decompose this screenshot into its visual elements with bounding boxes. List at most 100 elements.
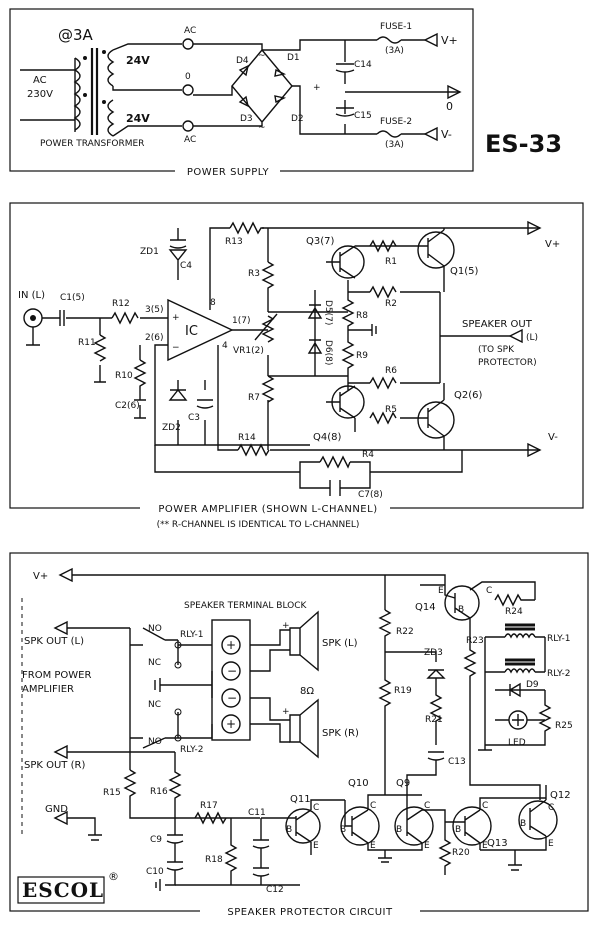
pin4-label: 4 [222, 341, 228, 351]
output-node [348, 291, 510, 419]
r18-label: R18 [205, 855, 223, 865]
svg-text:+: + [313, 83, 321, 93]
spk-out-r-label: SPK OUT (R) [24, 760, 85, 771]
from-amp-1: FROM POWER [22, 670, 91, 681]
protector-section: SPEAKER PROTECTOR CIRCUIT V+ SPK OUT (L)… [9, 552, 589, 918]
secondary-voltage-1: 24V [126, 54, 150, 67]
d9 [495, 682, 545, 698]
cap-c14: C14 [354, 60, 372, 70]
q9-label: Q9 [396, 778, 410, 789]
secondary-coil [107, 49, 115, 137]
q10-pin-b: B [340, 825, 346, 835]
q9-pin-c: C [424, 801, 430, 811]
fuses [376, 36, 425, 138]
r17-r18-c11-c12 [175, 811, 300, 886]
relay-cores [505, 623, 535, 666]
amplifier-title: POWER AMPLIFIER (SHOWN L-CHANNEL) [158, 504, 377, 515]
fuse-1-label: FUSE-1 [380, 22, 412, 32]
pin2-label: 2(6) [145, 333, 163, 343]
q11-label: Q11 [290, 794, 311, 805]
q12-pin-b: B [520, 819, 526, 829]
c3-label: C3 [188, 413, 200, 423]
d5-label: D5(7) [323, 300, 333, 325]
ac-input-voltage: 230V [27, 89, 53, 100]
protector-vplus: V+ [33, 571, 48, 582]
out-vminus: V- [441, 128, 452, 141]
vplus-arrow [58, 567, 73, 583]
terminal-gnd [154, 678, 161, 692]
impedance-label: 8Ω [300, 686, 314, 697]
r4-label: R4 [362, 450, 374, 460]
diode-d4: D4 [236, 56, 249, 66]
q13-pin-e: E [482, 841, 488, 851]
bridge-diode-arrows [238, 64, 287, 108]
q2 [417, 401, 455, 439]
c4-label: C4 [180, 261, 192, 271]
spk-l-label: SPK (L) [322, 638, 358, 649]
q2-label: Q2(6) [454, 390, 482, 401]
q14-pin-e: E [438, 586, 444, 596]
rly2-coil-label: RLY-2 [547, 669, 570, 679]
transformer-core [90, 48, 99, 135]
d5-d6 [307, 290, 323, 376]
q4-label: Q4(8) [313, 432, 341, 443]
q12 [518, 800, 558, 840]
led-label: LED [508, 738, 526, 748]
r5-label: R5 [385, 405, 397, 415]
terminal-wiring [160, 629, 290, 743]
out-vplus: V+ [441, 34, 458, 47]
d6-label: D6(8) [323, 340, 333, 365]
c11-label: C11 [248, 808, 266, 818]
svg-text:−: − [227, 664, 237, 678]
svg-text:+: + [226, 638, 236, 652]
brand-logo-frame [17, 876, 105, 904]
fuse-1-rating: (3A) [385, 46, 404, 56]
pin3-label: 3(5) [145, 305, 163, 315]
rly1-contact-label: RLY-1 [180, 630, 203, 640]
r23-label: R23 [466, 636, 484, 646]
q11-pin-c: C [313, 803, 319, 813]
node-zero [182, 84, 194, 96]
relay-coils [484, 633, 546, 745]
psu-wiring [193, 39, 460, 135]
r11-label: R11 [78, 338, 96, 348]
q13-pin-b: B [455, 825, 461, 835]
out-zero: 0 [446, 100, 453, 113]
r22-label: R22 [396, 627, 414, 637]
ic-op-amp[interactable] [167, 298, 234, 362]
node-ac-2-label: AC [184, 135, 196, 145]
registered-mark: ® [108, 870, 119, 883]
nc-label-1: NC [148, 658, 161, 668]
spk-r-label: SPK (R) [322, 728, 359, 739]
node-ac-2 [182, 120, 194, 132]
r25 [478, 690, 552, 751]
q14-pin-c: C [486, 586, 492, 596]
cap-c15: C15 [354, 111, 372, 121]
svg-text:+: + [282, 621, 290, 631]
r25-label: R25 [555, 721, 573, 731]
vr1[interactable] [254, 313, 278, 343]
fuse-2-rating: (3A) [385, 140, 404, 150]
r13 [229, 221, 264, 235]
q11-leads [261, 799, 345, 855]
r2-label: R2 [385, 299, 397, 309]
brand-logo: ESCOL [22, 878, 104, 902]
r1-label: R1 [385, 257, 397, 267]
c1 [59, 310, 65, 326]
diode-d2: D2 [291, 114, 304, 124]
q3-label: Q3(7) [306, 236, 334, 247]
r13-label: R13 [225, 237, 243, 247]
c10-label: C10 [146, 867, 164, 877]
gnd-label: GND [45, 804, 68, 815]
amp-supply-wiring [134, 227, 540, 451]
r12 [111, 311, 139, 325]
ac-input-label: AC [33, 75, 47, 86]
r7-label: R7 [248, 393, 260, 403]
q10-label: Q10 [348, 778, 369, 789]
psu-capacitors [335, 63, 355, 117]
input-wiring [26, 317, 168, 383]
diode-d3: D3 [240, 114, 253, 124]
global-feedback [154, 445, 463, 489]
primary-coil [73, 57, 81, 131]
